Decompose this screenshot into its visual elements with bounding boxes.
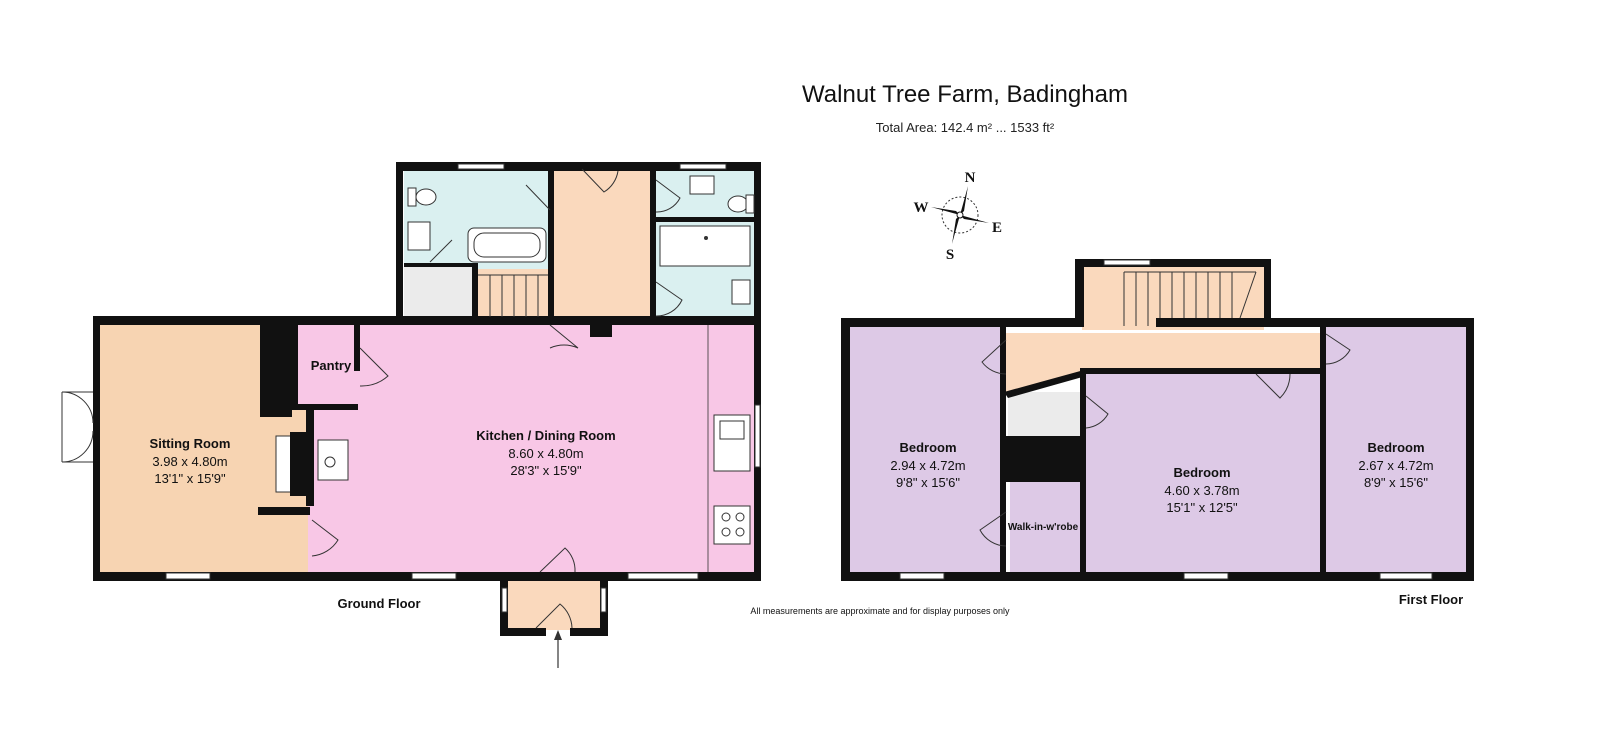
pantry-name: Pantry <box>311 358 352 373</box>
kitchen-imperial: 28'3" x 15'9" <box>510 463 582 478</box>
first-floor-label: First Floor <box>1399 592 1463 607</box>
compass-icon: N S E W <box>914 170 1003 263</box>
bedroom-right-name: Bedroom <box>1367 440 1424 455</box>
sitting-room-name: Sitting Room <box>150 436 231 451</box>
landing <box>1004 333 1322 392</box>
basin-shower-icon <box>731 279 751 305</box>
bedroom-middle-metric: 4.60 x 3.78m <box>1164 483 1239 498</box>
walk-in-wardrobe <box>1010 482 1080 572</box>
sitting-room-imperial: 13'1" x 15'9" <box>154 471 226 486</box>
total-area: Total Area: 142.4 m² ... 1533 ft² <box>876 120 1055 135</box>
store <box>404 265 472 319</box>
first-floor: Bedroom 2.94 x 4.72m 9'8" x 15'6" Bedroo… <box>841 259 1474 607</box>
basin-icon <box>407 221 431 251</box>
bedroom-right-metric: 2.67 x 4.72m <box>1358 458 1433 473</box>
bedroom-left-imperial: 9'8" x 15'6" <box>896 475 960 490</box>
basin-wc-icon <box>689 175 715 195</box>
hall <box>552 169 654 319</box>
staircase-ground <box>478 274 548 317</box>
ground-floor: Sitting Room 3.98 x 4.80m 13'1" x 15'9" … <box>61 162 761 668</box>
landing-store <box>1008 392 1082 436</box>
bedroom-right <box>1326 325 1466 572</box>
compass-east: E <box>992 220 1002 236</box>
sitting-room-metric: 3.98 x 4.80m <box>152 454 227 469</box>
pantry <box>292 323 358 409</box>
hob-icon <box>713 505 751 545</box>
plan-title: Walnut Tree Farm, Badingham <box>802 81 1128 108</box>
toilet-icon <box>415 188 437 206</box>
bedroom-middle-imperial: 15'1" x 12'5" <box>1166 500 1238 515</box>
kitchen-metric: 8.60 x 4.80m <box>508 446 583 461</box>
bedroom-left <box>850 325 1002 572</box>
compass-north: N <box>965 170 976 186</box>
staircase-first <box>1123 271 1257 326</box>
bedroom-left-name: Bedroom <box>899 440 956 455</box>
bedroom-middle-name: Bedroom <box>1173 465 1230 480</box>
kitchen-name: Kitchen / Dining Room <box>476 428 615 443</box>
disclaimer: All measurements are approximate and for… <box>750 606 1010 616</box>
toilet-wc-icon <box>727 195 749 213</box>
ground-floor-label: Ground Floor <box>337 596 420 611</box>
bedroom-middle <box>1086 374 1322 572</box>
compass-south: S <box>946 247 954 263</box>
porch <box>508 578 600 630</box>
shower-icon <box>659 225 751 267</box>
compass-west: W <box>914 200 929 216</box>
kitchen-dining-room <box>308 323 756 572</box>
bedroom-right-imperial: 8'9" x 15'6" <box>1364 475 1428 490</box>
bedroom-left-metric: 2.94 x 4.72m <box>890 458 965 473</box>
walk-in-wardrobe-name: Walk-in-w'robe <box>1008 522 1079 533</box>
